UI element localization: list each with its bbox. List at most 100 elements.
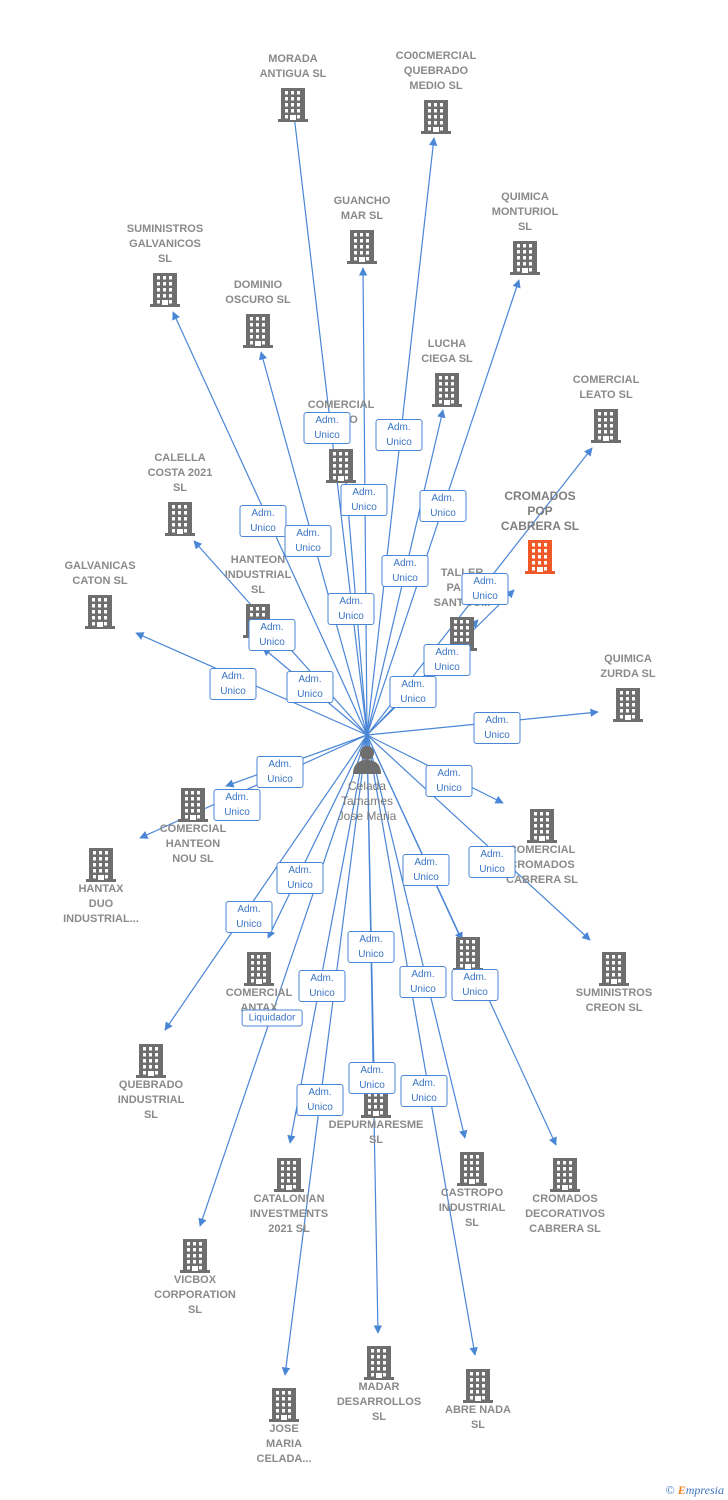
building-icon [326,449,356,483]
edge-line [366,734,383,1334]
company-node[interactable]: GALVANICAS CATON SL [35,559,165,629]
company-name: MORADA ANTIGUA SL [259,53,327,80]
company-node[interactable]: CATALONIAN INVESTMENTS 2021 SL [224,1152,354,1237]
company-node[interactable]: QUIMICA MONTURIOL SL [460,190,590,275]
role-label-adm-unico: Adm. Unico [276,862,324,894]
role-label-adm-unico: Adm. Unico [340,484,388,516]
person-icon [353,746,381,774]
edge-line [267,734,368,939]
company-name: COMERCIAL LEATO SL [572,374,640,401]
role-label-adm-unico: Adm. Unico [473,712,521,744]
company-node[interactable]: SUMINISTROS CREON SL [549,946,679,1016]
company-node[interactable]: ABRE NADA SL [413,1363,543,1433]
company-name: DOMINIO OSCURO SL [225,279,291,306]
building-icon [165,502,195,536]
role-label-adm-unico: Adm. Unico [298,970,346,1002]
building-icon [421,100,451,134]
company-node[interactable]: HANTAX DUO INDUSTRIAL... [36,842,166,927]
company-name: CASTROPO INDUSTRIAL SL [438,1187,506,1229]
brand-initial: E [677,1483,686,1497]
company-node[interactable]: GUANCHO MAR SL [297,194,427,264]
role-label-adm-unico: Adm. Unico [468,846,516,878]
company-name: MADAR DESARROLLOS SL [336,1381,422,1423]
role-label-adm-unico: Adm. Unico [347,931,395,963]
edge-line [139,734,368,839]
company-name: GUANCHO MAR SL [333,195,391,222]
company-node[interactable]: DOMINIO OSCURO SL [193,278,323,348]
building-icon [243,314,273,348]
role-label-adm-unico: Adm. Unico [419,490,467,522]
building-icon [274,1158,304,1192]
company-name: JOSE MARIA CELADA... [256,1423,312,1465]
footer-brand[interactable]: ©Empresia [666,1483,724,1498]
company-node[interactable]: MADAR DESARROLLOS SL [314,1340,444,1425]
company-node[interactable]: CASTROPO INDUSTRIAL SL [407,1146,537,1231]
building-icon [550,1158,580,1192]
company-node[interactable]: JOSE MARIA CELADA... [219,1382,349,1467]
company-node[interactable]: SUMINISTROS GALVANICOS SL [100,222,230,307]
company-name: COMERCIAL HANTEON NOU SL [159,823,227,865]
building-icon [150,273,180,307]
building-icon [599,952,629,986]
building-icon [510,241,540,275]
building-icon [453,937,483,971]
role-label-adm-unico: Adm. Unico [402,854,450,886]
brand-name: mpresia [685,1483,724,1497]
edge-line [366,734,591,941]
company-node[interactable]: CALELLA COSTA 2021 SL [115,451,245,536]
company-node[interactable]: CO0CMERCIAL QUEBRADO MEDIO SL [371,49,501,134]
role-label-adm-unico: Adm. Unico [225,901,273,933]
building-icon [244,952,274,986]
building-icon [85,595,115,629]
edge-line [366,734,468,1139]
building-icon [278,88,308,122]
role-label-adm-unico: Adm. Unico [296,1084,344,1116]
role-label-adm-unico: Adm. Unico [400,1075,448,1107]
company-node[interactable]: QUIMICA ZURDA SL [563,652,693,722]
role-label-adm-unico: Adm. Unico [286,671,334,703]
building-icon [178,788,208,822]
role-label-adm-unico: Adm. Unico [461,573,509,605]
company-node[interactable]: CROMADOS DECORATIVOS CABRERA SL [500,1152,630,1237]
role-label-adm-unico: Adm. Unico [348,1062,396,1094]
company-node[interactable]: VICBOX CORPORATION SL [130,1233,260,1318]
company-node[interactable]: COMERCIAL HANTEON NOU SL [128,782,258,867]
building-icon [525,540,555,574]
company-name: GALVANICAS CATON SL [64,560,136,587]
role-label-adm-unico: Adm. Unico [248,619,296,651]
company-name: SUMINISTROS GALVANICOS SL [126,223,204,265]
role-label-adm-unico: Adm. Unico [389,676,437,708]
edge-line [366,734,478,1356]
company-name: VICBOX CORPORATION SL [154,1274,236,1316]
company-node[interactable]: QUEBRADO INDUSTRIAL SL [86,1038,216,1123]
role-label-liquidador: Liquidador [241,1009,303,1027]
role-label-adm-unico: Adm. Unico [399,966,447,998]
building-icon [347,230,377,264]
company-name: CATALONIAN INVESTMENTS 2021 SL [249,1193,329,1235]
building-icon [136,1044,166,1078]
company-name: HANTEON INDUSTRIAL SL [224,554,292,596]
role-label-adm-unico: Adm. Unico [451,969,499,1001]
building-icon [591,409,621,443]
building-icon [269,1388,299,1422]
company-name: LUCHA CIEGA SL [421,338,473,365]
company-node[interactable]: COMERCIAL LEATO SL [541,373,671,443]
company-name: COMERCIAL CROMADOS CABRERA SL [506,844,578,886]
company-name: QUIMICA ZURDA SL [600,653,656,680]
role-label-adm-unico: Adm. Unico [239,505,287,537]
company-node[interactable]: LUCHA CIEGA SL [382,337,512,407]
role-label-adm-unico: Adm. Unico [256,756,304,788]
company-node[interactable]: COMERCIAL CROMADOS CABRERA SL [477,803,607,888]
edge-line [198,734,368,1227]
role-label-adm-unico: Adm. Unico [213,789,261,821]
company-name: QUEBRADO INDUSTRIAL SL [117,1079,185,1121]
company-node[interactable]: MORADA ANTIGUA SL [228,52,358,122]
role-label-adm-unico: Adm. Unico [381,555,429,587]
company-name: ABRE NADA SL [445,1404,511,1431]
company-node[interactable]: CROMADOS POP CABRERA SL [475,489,605,574]
person-node[interactable]: Celada Tamames Jose Maria [307,744,427,824]
company-name: CROMADOS DECORATIVOS CABRERA SL [525,1193,605,1235]
company-name: HANTAX DUO INDUSTRIAL... [63,883,139,925]
edge-line [164,734,368,1031]
building-icon [463,1369,493,1403]
